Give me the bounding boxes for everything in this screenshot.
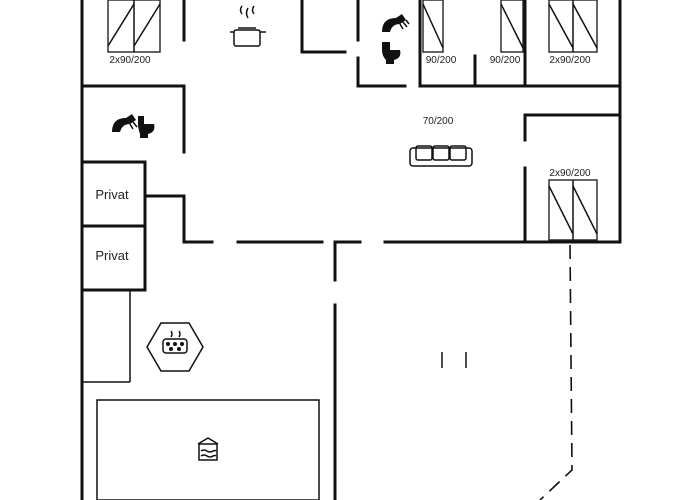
swimming-pool-icon xyxy=(197,437,219,461)
cooking-pot-icon xyxy=(230,5,266,47)
bed-label-right: 2x90/200 xyxy=(549,168,591,179)
terrace-outline xyxy=(539,244,573,500)
bed-label-top-mid2: 90/200 xyxy=(490,55,521,66)
bed-label-top-left: 2x90/200 xyxy=(109,55,151,66)
private-room-label: Privat xyxy=(95,187,129,202)
walls xyxy=(80,0,622,500)
shower-toilet-icon xyxy=(382,14,410,64)
private-room-label: Privat xyxy=(95,248,129,263)
bed-top-mid2 xyxy=(500,0,524,53)
bed-top-left xyxy=(107,0,161,53)
bed-top-mid1 xyxy=(422,0,444,53)
bed-label-top-right: 2x90/200 xyxy=(549,55,591,66)
sofa-icon xyxy=(409,145,473,167)
bed-right xyxy=(548,179,598,241)
bed-label-top-mid1: 90/200 xyxy=(426,55,457,66)
pool xyxy=(96,399,320,500)
shower-toilet-icon xyxy=(112,114,155,138)
bed-top-right xyxy=(548,0,598,53)
sofa-bed-label: 70/200 xyxy=(423,116,454,127)
whirlpool-icon xyxy=(146,322,204,372)
